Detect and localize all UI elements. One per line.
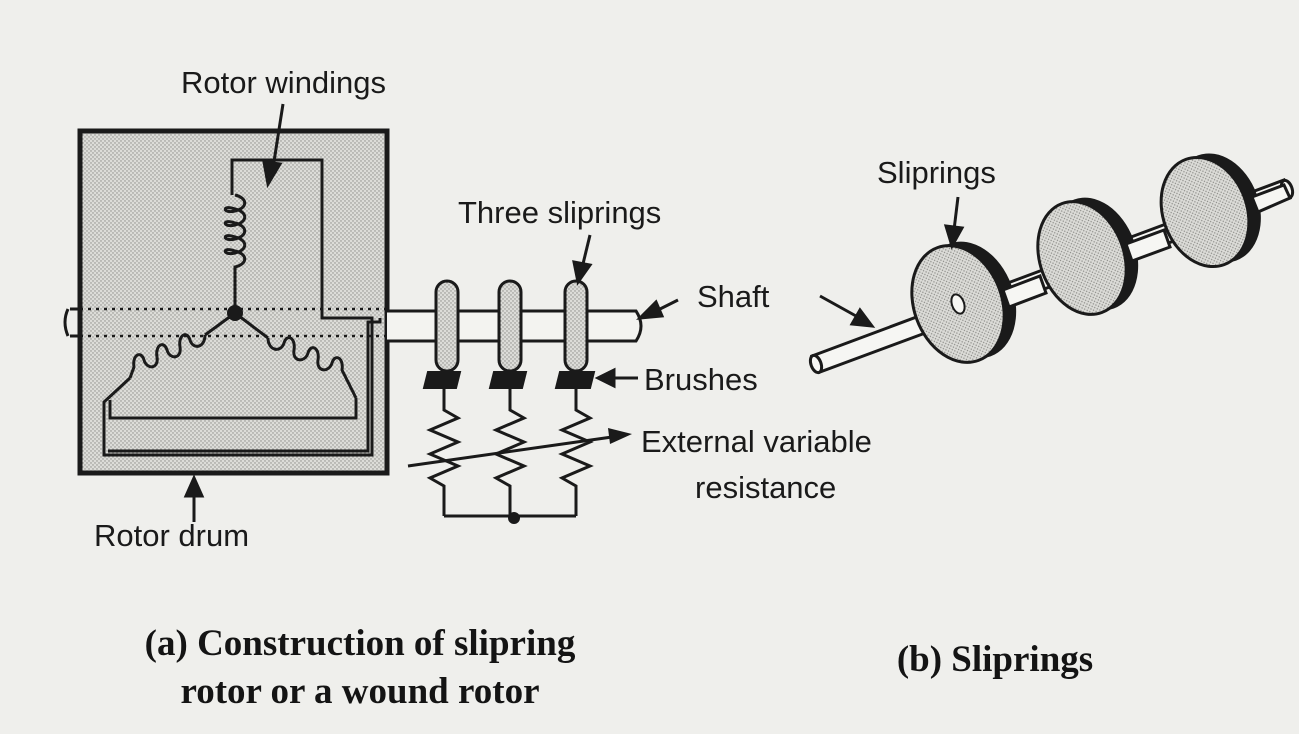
caption-a-line-1: (a) Construction of slipring <box>144 623 576 664</box>
winding-return-conductor <box>102 158 382 457</box>
caption-b-text: (b) Sliprings <box>896 639 1094 680</box>
label-rotor-drum: Rotor drum <box>94 518 250 553</box>
slipring-disk-1 <box>910 241 1017 364</box>
brush-2 <box>488 371 528 389</box>
variable-resistance-arrow <box>407 428 632 468</box>
slipring-3 <box>563 279 589 373</box>
caption-a: (a) Construction of slipring rotor or a … <box>90 620 630 716</box>
slipring-disk-2 <box>1036 197 1139 316</box>
label-brushes: Brushes <box>644 362 758 397</box>
label-external-resistance-2: resistance <box>695 470 837 505</box>
resistor-star-point <box>508 512 520 524</box>
label-shaft: Shaft <box>697 279 770 314</box>
caption-a-line-2: rotor or a wound rotor <box>180 671 540 713</box>
label-sliprings: Sliprings <box>877 155 996 190</box>
slipring-assembly <box>808 153 1295 375</box>
slipring-1 <box>434 279 460 373</box>
three-sliprings <box>434 279 589 373</box>
label-rotor-windings: Rotor windings <box>181 65 387 100</box>
caption-b: (b) Sliprings <box>860 636 1130 684</box>
label-three-sliprings: Three sliprings <box>458 195 662 230</box>
label-external-resistance-1: External variable <box>641 424 872 459</box>
brushes <box>422 371 596 389</box>
callout-arrows-b <box>819 196 965 328</box>
callout-arrows-a <box>183 103 679 522</box>
slipring-disk-3 <box>1159 153 1261 269</box>
brush-3 <box>554 371 596 389</box>
brush-1 <box>422 371 462 389</box>
slipring-2 <box>497 279 523 373</box>
star-point <box>227 305 243 321</box>
